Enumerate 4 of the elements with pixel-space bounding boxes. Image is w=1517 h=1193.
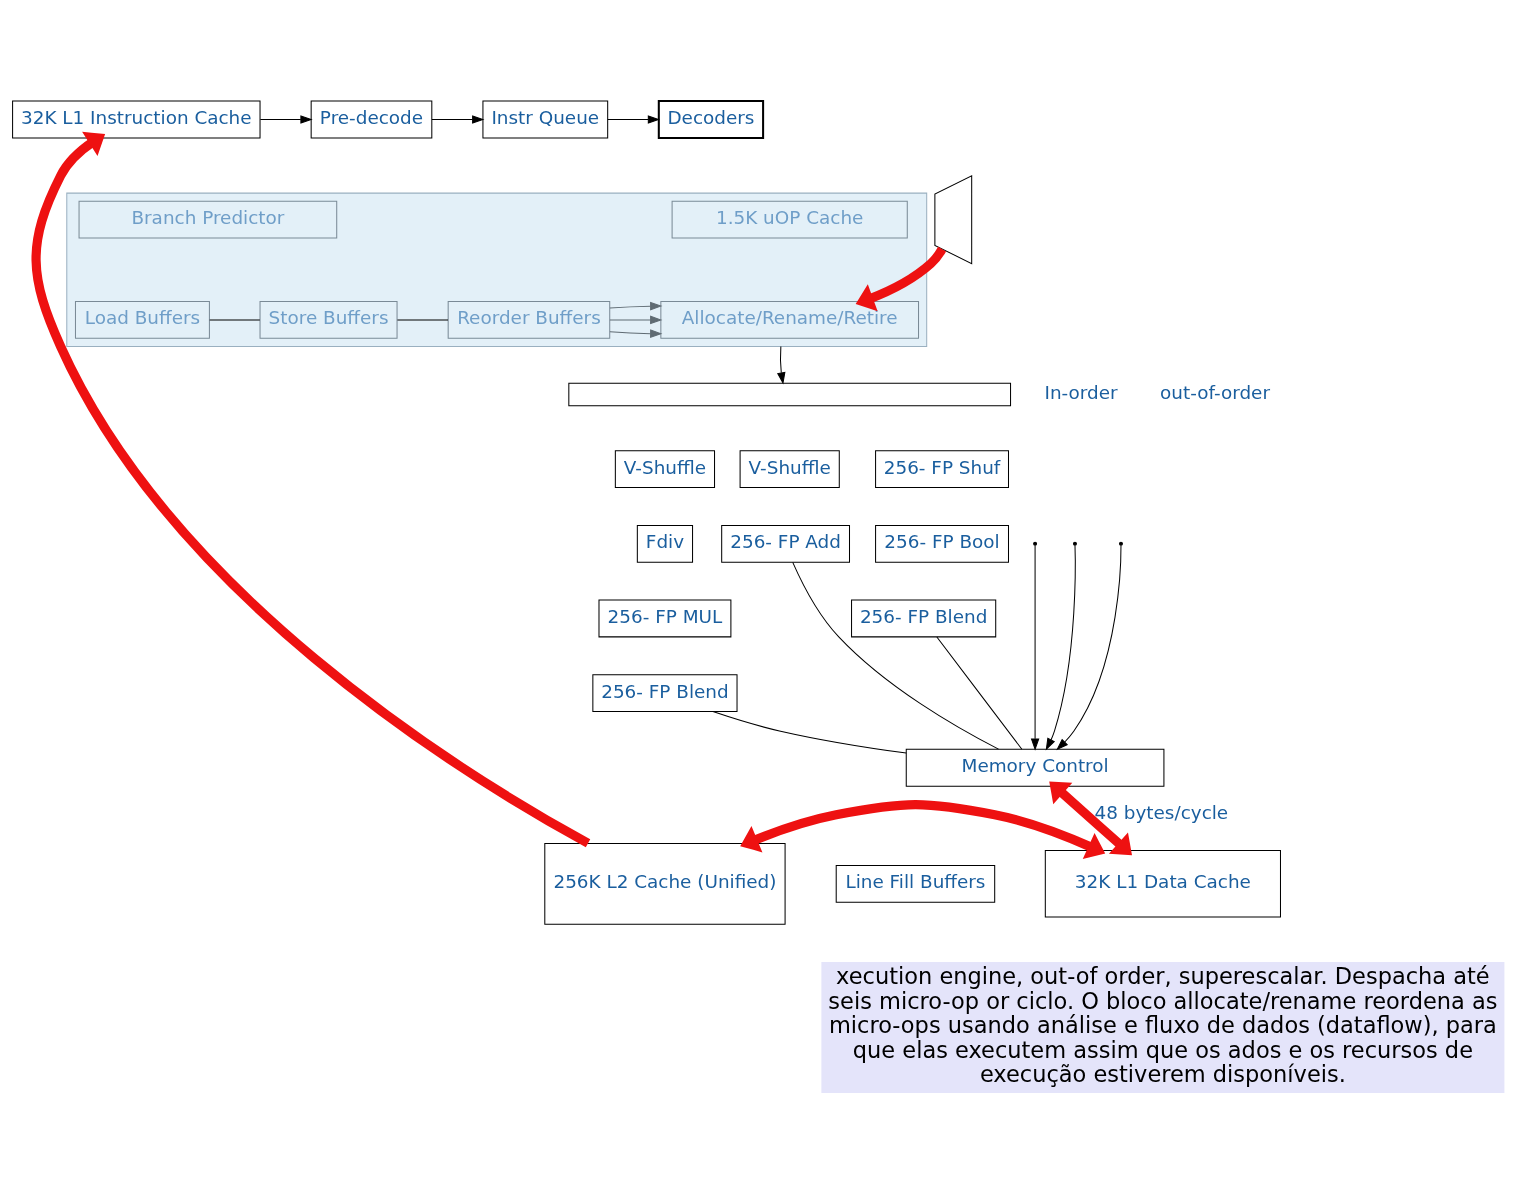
label: xecution engine, out-of order, superescalar. Despacha até seis micro-op or ciclo. O bloco allocate/rename reordena as micro-ops usando análise e fluxo de dados (dataflow), para que elas executem assim que os ados e os recursos de execução estiverem disponíveis. xyxy=(828,962,1498,1087)
edge-label: 48 bytes/cycle xyxy=(1094,801,1229,823)
label: In-order xyxy=(1044,381,1118,403)
label: out-of-order xyxy=(1160,381,1270,403)
